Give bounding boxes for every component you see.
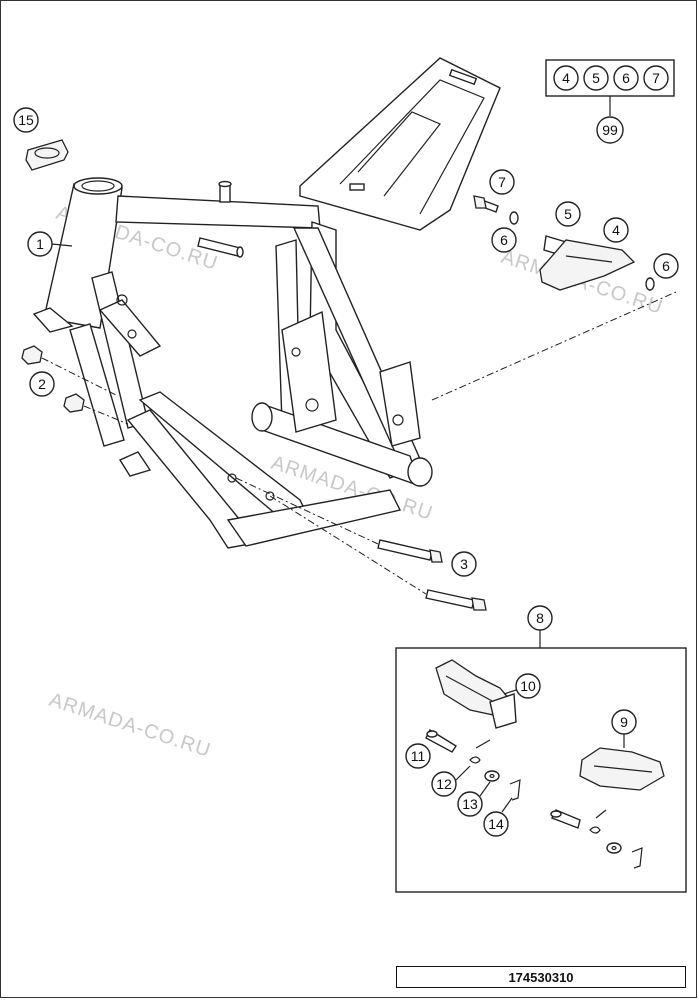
svg-text:5: 5 xyxy=(564,206,572,222)
callout-11: 11 xyxy=(405,743,431,769)
callout-1: 1 xyxy=(27,231,73,257)
svg-text:14: 14 xyxy=(488,816,504,832)
svg-text:6: 6 xyxy=(662,258,670,274)
svg-text:99: 99 xyxy=(602,122,618,138)
svg-text:9: 9 xyxy=(620,714,628,730)
callout-9: 9 xyxy=(611,709,637,748)
svg-text:6: 6 xyxy=(622,70,630,86)
kit-callout-5: 5 xyxy=(583,65,609,91)
callout-6a: 6 xyxy=(491,227,517,253)
svg-text:2: 2 xyxy=(38,376,46,392)
svg-text:7: 7 xyxy=(652,70,660,86)
bracket-hardware xyxy=(431,195,677,401)
cap-part xyxy=(25,139,69,171)
callout-4: 4 xyxy=(603,217,629,243)
svg-text:10: 10 xyxy=(520,678,536,694)
watermark-4: ARMADA-CO.RU xyxy=(46,689,213,762)
callout-5: 5 xyxy=(555,201,581,227)
svg-text:15: 15 xyxy=(18,112,34,128)
callout-13: 13 xyxy=(457,781,491,817)
callout-8: 8 xyxy=(527,605,553,631)
callout-14: 14 xyxy=(483,797,513,837)
svg-text:3: 3 xyxy=(460,556,468,572)
callout-15: 15 xyxy=(13,107,39,133)
svg-text:13: 13 xyxy=(462,796,478,812)
kit-callout-6: 6 xyxy=(613,65,639,91)
svg-text:4: 4 xyxy=(562,70,570,86)
svg-text:12: 12 xyxy=(436,776,452,792)
svg-text:5: 5 xyxy=(592,70,600,86)
callout-7: 7 xyxy=(489,169,515,195)
svg-text:6: 6 xyxy=(500,232,508,248)
callout-99: 99 xyxy=(596,116,624,144)
footrest-kit-inset xyxy=(395,630,687,893)
svg-text:4: 4 xyxy=(612,222,620,238)
svg-text:7: 7 xyxy=(498,174,506,190)
kit-callout-4: 4 xyxy=(553,65,579,91)
callout-12: 12 xyxy=(431,765,471,797)
callout-6b: 6 xyxy=(653,253,679,279)
callout-10: 10 xyxy=(503,673,541,699)
svg-text:1: 1 xyxy=(36,236,44,252)
nut-parts xyxy=(21,345,129,425)
part-number-label: 174530310 xyxy=(396,966,686,988)
frame-main xyxy=(32,57,501,549)
callout-3: 3 xyxy=(451,551,477,577)
svg-text:11: 11 xyxy=(411,748,426,764)
svg-text:8: 8 xyxy=(536,610,544,626)
kit-callout-7: 7 xyxy=(643,65,669,91)
bolt-parts xyxy=(235,477,487,611)
callout-2: 2 xyxy=(29,371,55,397)
